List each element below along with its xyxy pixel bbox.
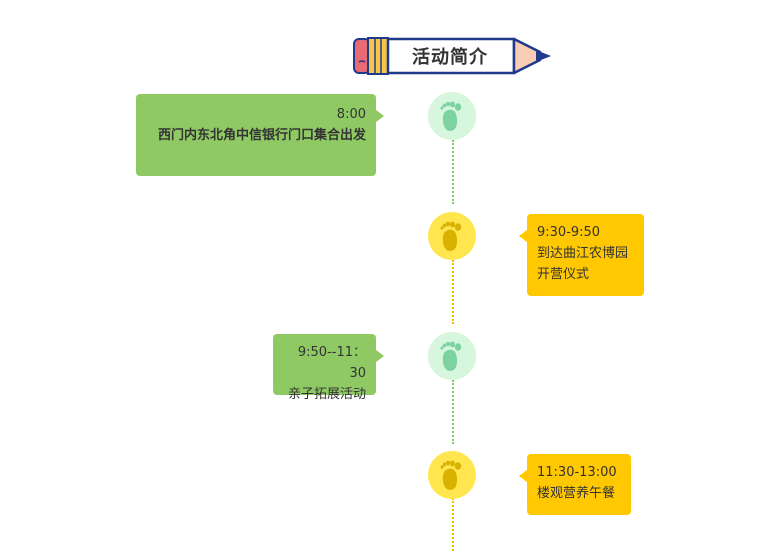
timeline-card: 8:00 西门内东北角中信银行门口集合出发 (136, 94, 384, 176)
footprint-icon (440, 341, 462, 371)
footprint-icon (440, 460, 462, 490)
timeline-node (428, 451, 476, 499)
event-time: 9:50--11：30 (297, 345, 366, 381)
event-description: 楼观营养午餐 (537, 486, 616, 501)
page-title: 活动简介 (412, 47, 488, 68)
event-description: 亲子拓展活动 (287, 387, 366, 402)
timeline-card: 9:50--11：30 亲子拓展活动 (273, 334, 384, 402)
timeline-connector (452, 498, 454, 551)
footprint-icon (440, 101, 462, 131)
pencil-icon (353, 37, 551, 75)
timeline-card: 9:30-9:50 到达曲江农博园开营仪式 (519, 214, 644, 296)
event-time: 11:30-13:00 (537, 465, 617, 480)
timeline-node (428, 332, 476, 380)
timeline-connector (452, 260, 454, 324)
event-time: 9:30-9:50 (537, 225, 601, 240)
timeline-connector (452, 380, 454, 444)
event-description: 西门内东北角中信银行门口集合出发 (157, 128, 366, 143)
header-pencil: 活动简介 (352, 36, 554, 76)
event-time: 8:00 (336, 107, 366, 122)
timeline-node (428, 92, 476, 140)
event-description: 到达曲江农博园开营仪式 (537, 246, 629, 282)
timeline-node (428, 212, 476, 260)
timeline-connector (452, 140, 454, 204)
timeline-card: 11:30-13:00 楼观营养午餐 (519, 454, 631, 515)
footprint-icon (440, 221, 462, 251)
